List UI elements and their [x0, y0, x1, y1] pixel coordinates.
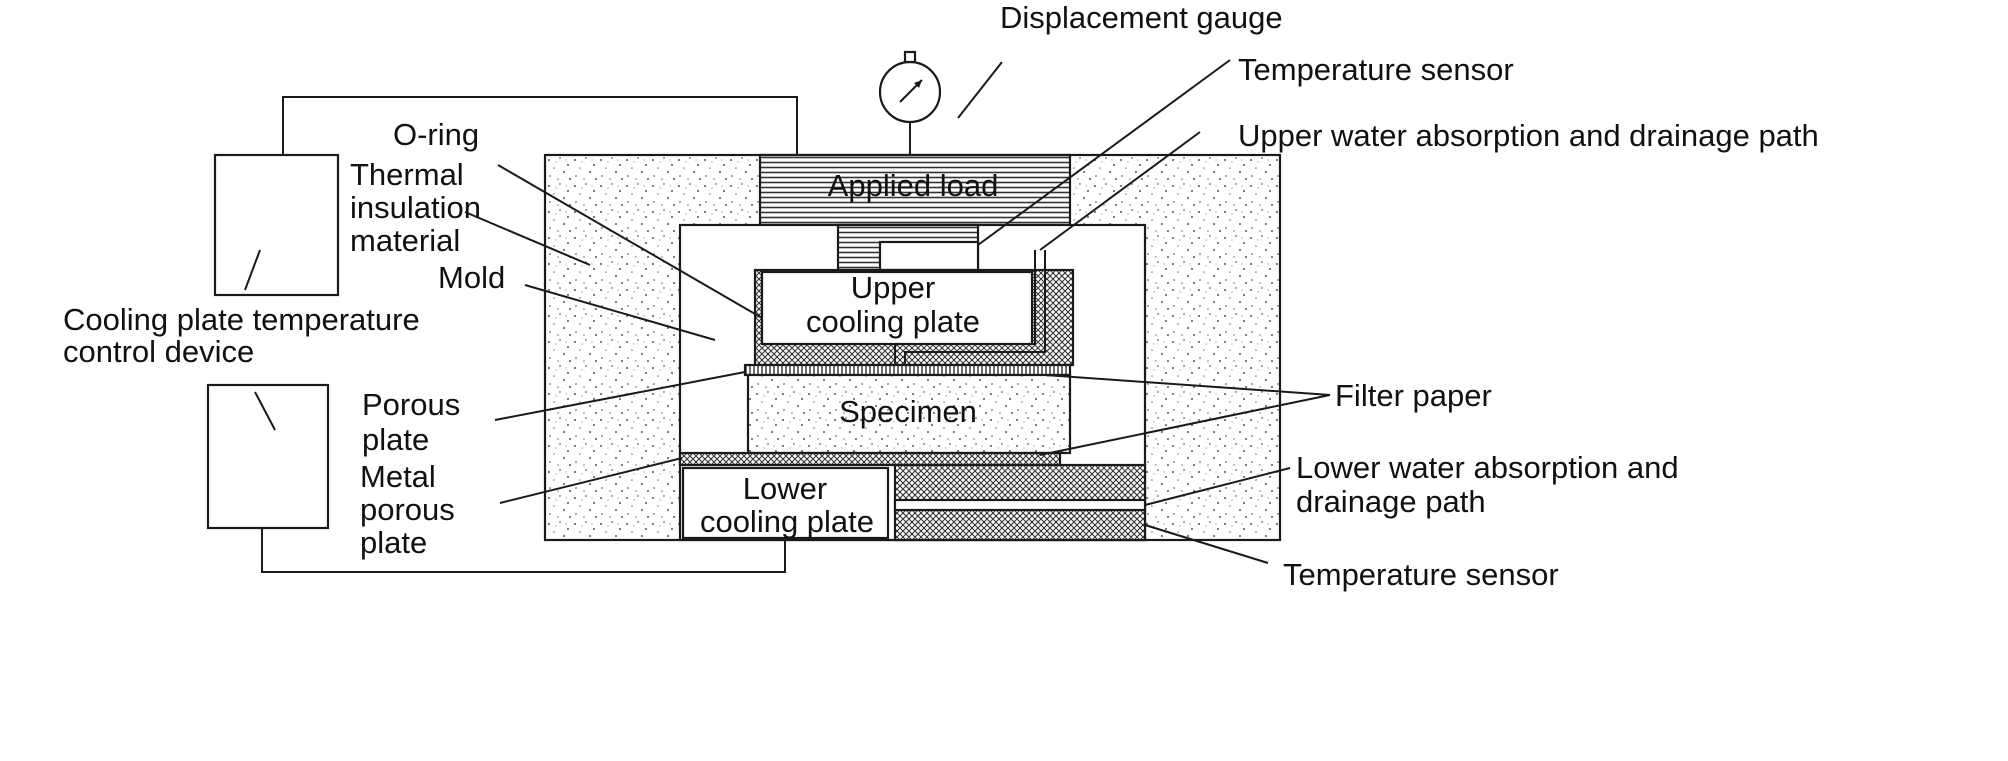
lower-control-device-box	[206, 383, 330, 530]
upper-drainage-path-pipe-inner	[894, 250, 1036, 365]
label-control-2: control device	[63, 334, 254, 369]
label-porous-2: plate	[362, 422, 429, 457]
gauge-top-knob	[903, 50, 917, 64]
label-lower-cooling-2: cooling plate	[700, 504, 874, 539]
label-porous-1: Porous	[362, 387, 460, 422]
label-metal-2: porous	[360, 492, 455, 527]
label-lower-cooling-1: Lower	[743, 471, 827, 506]
metal-porous-plate	[678, 451, 1062, 467]
label-applied-load: Applied load	[828, 168, 999, 203]
label-metal-1: Metal	[360, 459, 436, 494]
label-upper-path: Upper water absorption and drainage path	[1238, 118, 1819, 153]
gauge-needle-arrow-icon	[914, 80, 922, 88]
label-o-ring: O-ring	[393, 117, 479, 152]
lower-control-wire	[261, 528, 786, 573]
label-metal-3: plate	[360, 525, 427, 560]
leader-filter-paper-bottom	[1039, 394, 1331, 456]
temperature-sensor-housing	[878, 240, 980, 272]
label-thermal-3: material	[350, 223, 460, 258]
upper-control-device-dial	[244, 249, 261, 291]
leader-temperature-sensor-top	[977, 59, 1231, 246]
label-temperature-sensor-bottom: Temperature sensor	[1283, 557, 1559, 592]
label-thermal-2: insulation	[350, 190, 481, 225]
leader-displacement-gauge	[957, 61, 1003, 119]
leader-o-ring	[497, 164, 763, 319]
leader-temperature-sensor-bottom	[1144, 524, 1269, 564]
label-temperature-sensor-top: Temperature sensor	[1238, 52, 1514, 87]
lower-control-device-dial	[254, 391, 276, 431]
lower-drainage-path-channel	[893, 498, 1147, 512]
leader-filter-paper-top	[1044, 374, 1331, 396]
label-lower-path-2: drainage path	[1296, 484, 1486, 519]
label-upper-cooling-1: Upper	[851, 270, 935, 305]
label-upper-cooling-2: cooling plate	[806, 304, 980, 339]
upper-drainage-path-pipe	[904, 250, 1046, 365]
label-control-1: Cooling plate temperature	[63, 302, 420, 337]
lower-cooling-plate	[681, 466, 890, 540]
leader-lower-path	[1144, 467, 1291, 506]
upper-cooling-plate	[760, 270, 1034, 346]
leader-mold	[524, 284, 716, 341]
leader-porous-plate	[494, 371, 746, 421]
label-thermal-1: Thermal	[350, 157, 464, 192]
label-lower-path-1: Lower water absorption and	[1296, 450, 1679, 485]
label-mold: Mold	[438, 260, 505, 295]
upper-control-device-box	[213, 153, 340, 297]
leader-upper-path	[1039, 131, 1201, 251]
label-filter-paper: Filter paper	[1335, 378, 1492, 413]
leader-thermal-insulation	[464, 211, 591, 266]
porous-plate	[743, 363, 1072, 377]
label-specimen: Specimen	[839, 394, 977, 429]
label-displacement-gauge: Displacement gauge	[1000, 0, 1283, 35]
leader-metal-porous-plate	[499, 457, 683, 504]
specimen	[746, 373, 1072, 455]
